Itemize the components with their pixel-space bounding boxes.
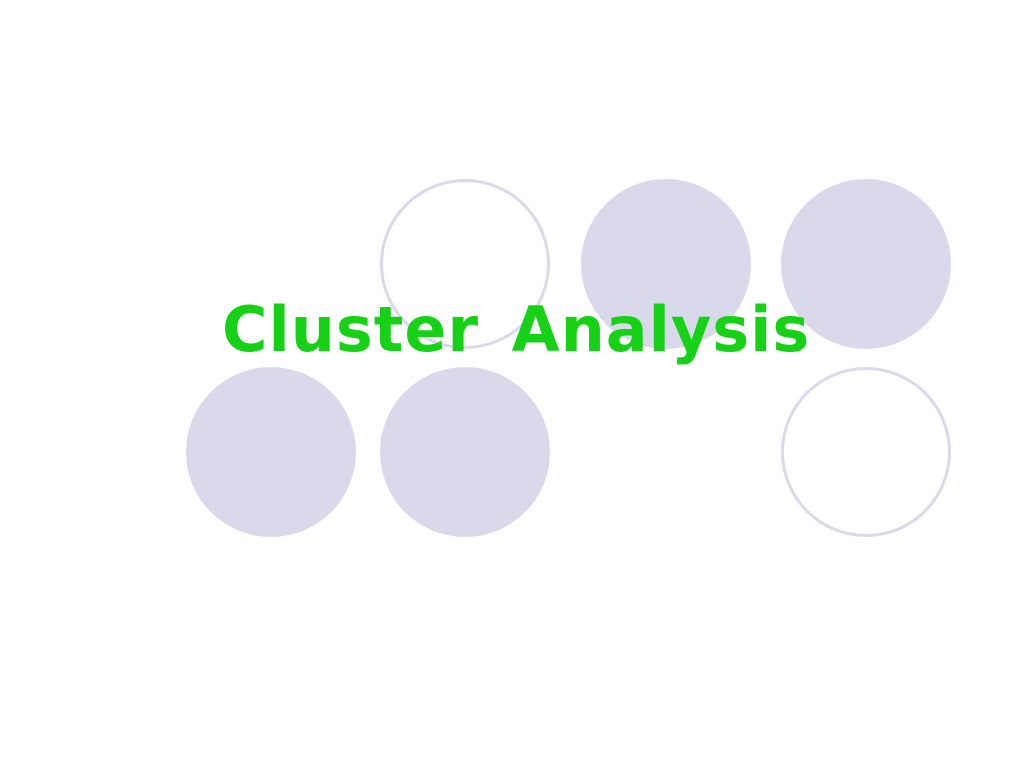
- circle-bottom-right: [781, 367, 951, 537]
- circle-top-middle: [581, 179, 751, 349]
- slide-title: Cluster Analysis: [222, 293, 811, 366]
- circle-top-left: [380, 179, 550, 349]
- circle-bottom-middle: [380, 367, 550, 537]
- circle-top-right: [781, 179, 951, 349]
- circle-bottom-left: [186, 367, 356, 537]
